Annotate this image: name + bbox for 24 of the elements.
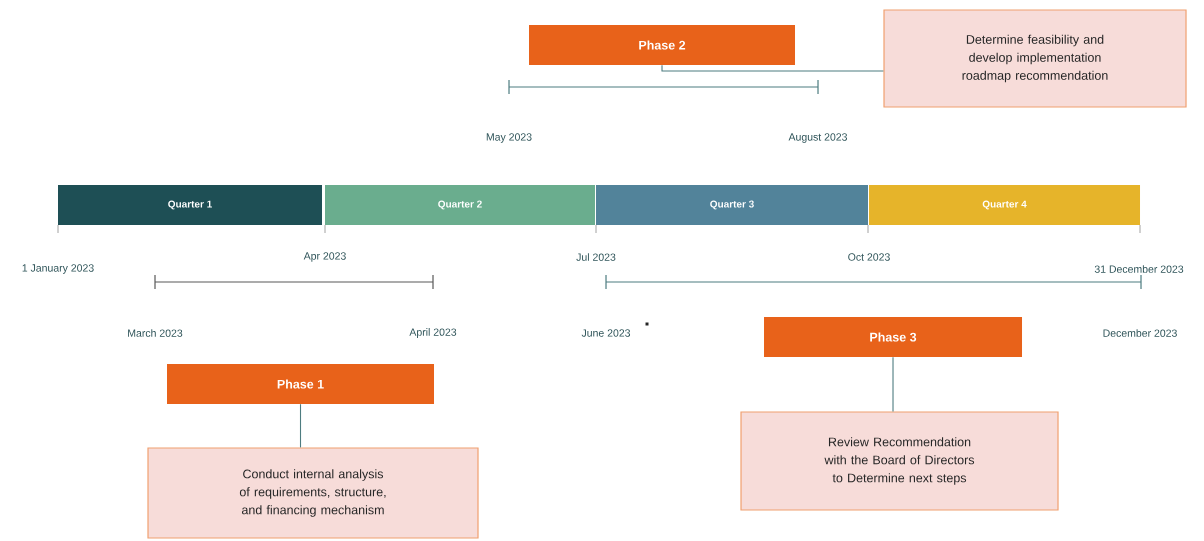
connector-line: [892, 356, 894, 412]
date-label: May 2023: [486, 133, 532, 143]
date-label: Jul 2023: [576, 253, 616, 261]
phase-box: Phase 1: [167, 364, 434, 404]
connector-line: [299, 403, 302, 448]
date-label: 1 January 2023: [22, 264, 94, 274]
date-label: Apr 2023: [303, 252, 346, 262]
connector-line: [661, 64, 884, 72]
date-label: March 2023: [128, 329, 183, 337]
date-label: August 2023: [788, 133, 847, 143]
date-label: June 2023: [581, 329, 631, 337]
description-box: Determine feasibility and develop implementation roadmap recommendation: [883, 9, 1187, 108]
phase-box: Phase 2: [529, 25, 795, 65]
description-box: Conduct internal analysis of requirements, structure, and financing mechanism: [147, 447, 479, 539]
description-box: Review Recommendation with the Board of Directors to Determine next steps: [740, 411, 1059, 511]
quarter-bar: Quarter 3: [596, 185, 868, 225]
date-label: December 2023: [1103, 329, 1177, 337]
quarter-bar: Quarter 1: [58, 185, 322, 225]
quarter-bar: Quarter 2: [325, 185, 595, 225]
date-label: Oct 2023: [848, 253, 890, 261]
date-label: April 2023: [409, 328, 457, 338]
date-label: 31 December 2023: [1094, 265, 1184, 273]
quarter-bar: Quarter 4: [869, 185, 1140, 225]
phase-box: Phase 3: [764, 317, 1022, 357]
